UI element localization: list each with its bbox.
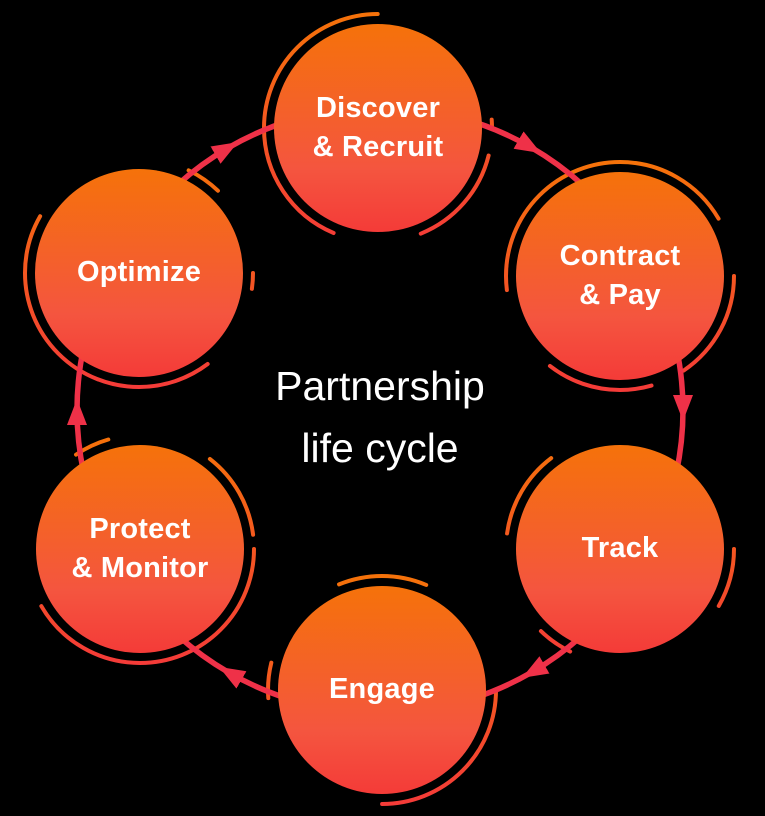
ring-contract	[504, 160, 736, 392]
arrow-engage-to-protect	[175, 633, 288, 701]
node-label-line1: Engage	[329, 673, 435, 706]
arrow-discover-to-contract	[472, 119, 585, 187]
node-label-line1: Track	[581, 532, 659, 565]
ring-protect	[24, 433, 256, 665]
node-protect-monitor: Protect & Monitor	[36, 445, 244, 653]
node-label-line2: & Monitor	[71, 552, 209, 584]
arrow-optimize-to-discover	[175, 119, 288, 187]
node-track: Track	[516, 445, 724, 653]
arrow-track-to-engage	[472, 633, 585, 701]
node-contract-pay: Contract & Pay	[516, 172, 724, 380]
node-label-line2: & Pay	[579, 279, 661, 311]
node-label-line1: Optimize	[76, 256, 202, 289]
diagram-title-line1: Partnership	[275, 363, 485, 409]
node-engage: Engage	[278, 586, 486, 794]
node-label-line2: & Recruit	[312, 131, 444, 163]
ring-optimize	[23, 157, 255, 389]
node-label-line1: Contract	[559, 239, 681, 272]
node-label-line1: Protect	[89, 512, 191, 545]
node-label-line1: Discover	[315, 91, 441, 124]
node-discover-recruit: Discover & Recruit	[274, 24, 482, 232]
arrow-contract-to-track	[673, 346, 693, 474]
diagram-title: Partnership life cycle	[180, 355, 580, 480]
arrow-protect-to-optimize	[67, 346, 87, 474]
node-optimize: Optimize	[35, 169, 243, 377]
ring-track	[504, 433, 736, 665]
diagram-title-line2: life cycle	[301, 425, 459, 472]
